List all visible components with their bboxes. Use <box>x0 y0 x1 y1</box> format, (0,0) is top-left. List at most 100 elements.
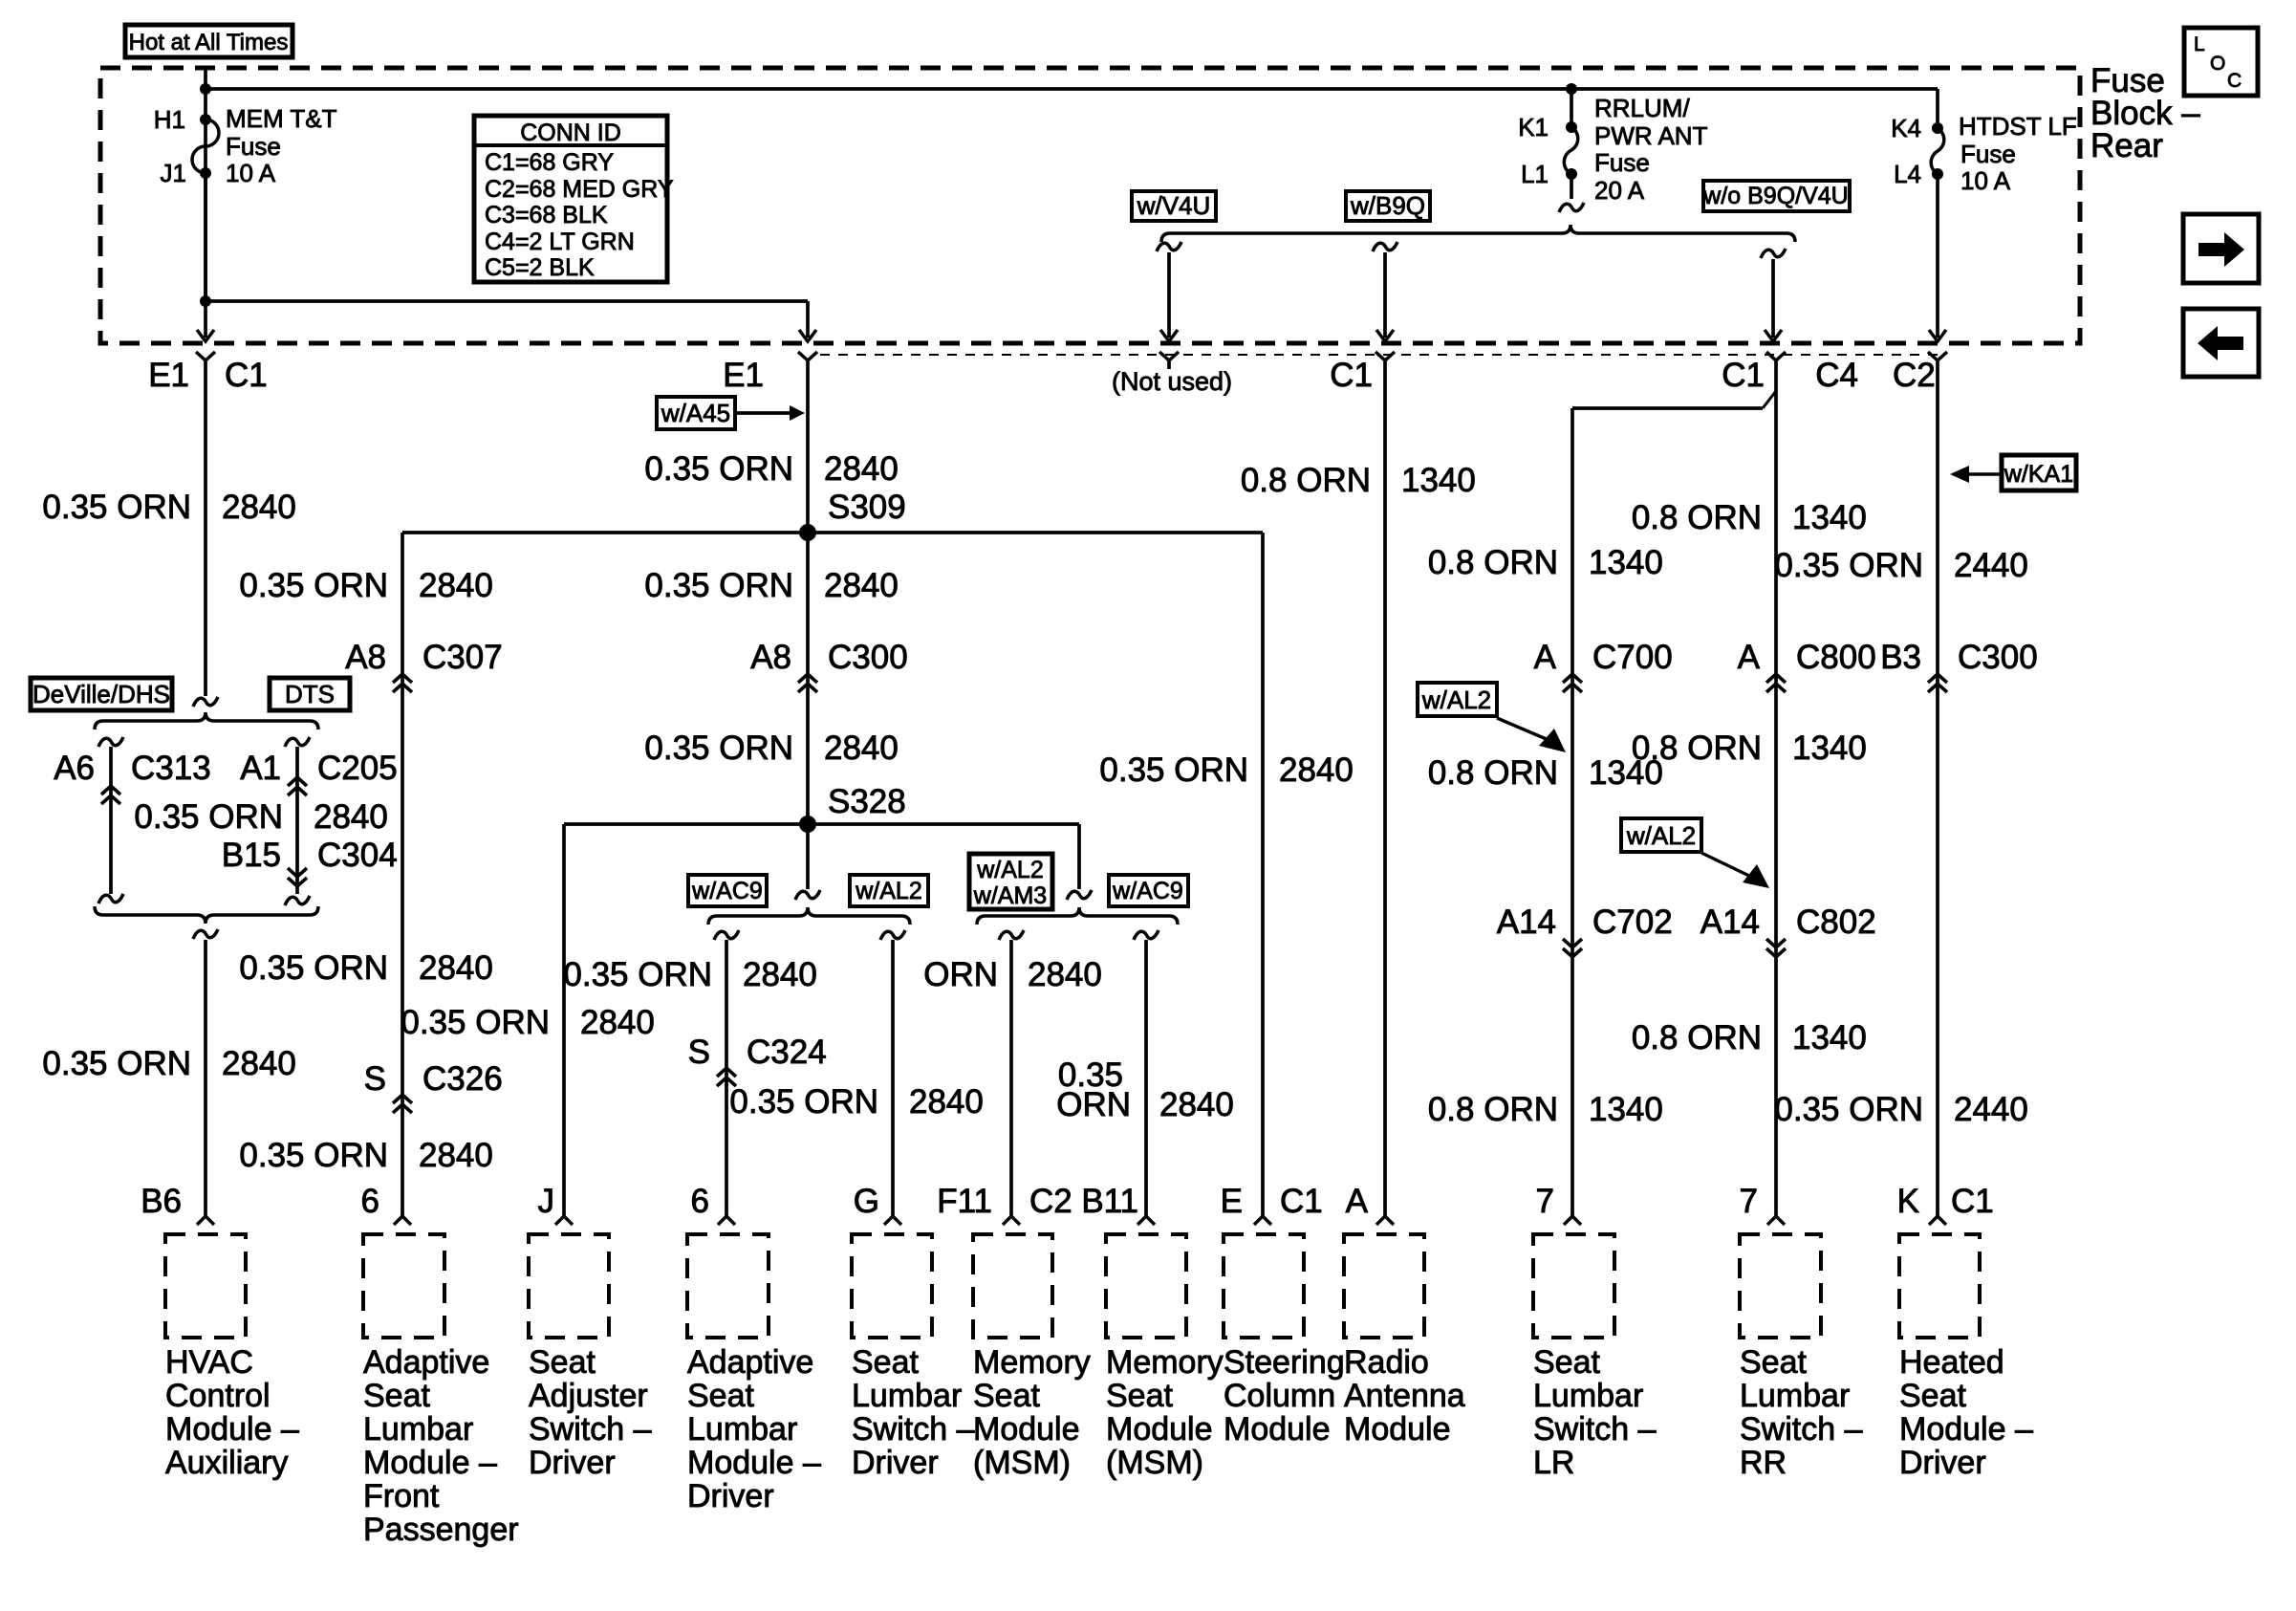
svg-text:Fuse: Fuse <box>2090 62 2165 99</box>
svg-text:C802: C802 <box>1796 903 1876 941</box>
svg-text:C2=68 MED GRY: C2=68 MED GRY <box>485 176 674 203</box>
svg-text:DTS: DTS <box>285 680 335 708</box>
svg-text:C3=68 BLK: C3=68 BLK <box>485 202 608 229</box>
svg-text:w/KA1: w/KA1 <box>2004 461 2073 488</box>
svg-text:F11: F11 <box>937 1183 992 1220</box>
svg-text:2440: 2440 <box>1954 1091 2028 1128</box>
svg-text:C300: C300 <box>828 639 908 676</box>
svg-text:Switch –: Switch – <box>852 1411 975 1448</box>
svg-text:L: L <box>2194 33 2205 55</box>
svg-text:Driver: Driver <box>852 1445 939 1481</box>
svg-text:2440: 2440 <box>1954 547 2028 584</box>
svg-text:1340: 1340 <box>1792 1019 1867 1056</box>
svg-text:Adjuster: Adjuster <box>529 1378 648 1414</box>
svg-text:Fuse: Fuse <box>226 132 281 161</box>
svg-text:0.8 ORN: 0.8 ORN <box>1428 1091 1558 1128</box>
svg-text:Seat: Seat <box>973 1378 1040 1414</box>
svg-text:C700: C700 <box>1592 639 1673 676</box>
svg-text:C300: C300 <box>1958 639 2038 676</box>
svg-text:ORN: ORN <box>923 956 998 993</box>
svg-text:2840: 2840 <box>314 798 388 836</box>
svg-text:A14: A14 <box>1700 903 1760 941</box>
svg-text:E: E <box>1221 1183 1243 1220</box>
svg-text:Fuse: Fuse <box>1960 140 2016 168</box>
svg-text:0.35 ORN: 0.35 ORN <box>644 567 793 604</box>
svg-text:J1: J1 <box>161 159 186 187</box>
svg-text:A8: A8 <box>750 639 791 676</box>
svg-text:0.35 ORN: 0.35 ORN <box>563 956 712 993</box>
svg-text:C1: C1 <box>1951 1183 1994 1220</box>
svg-text:A: A <box>1346 1183 1369 1220</box>
svg-text:B6: B6 <box>141 1183 182 1220</box>
svg-text:Seat: Seat <box>852 1344 919 1381</box>
svg-text:Heated: Heated <box>1899 1344 2004 1381</box>
svg-text:A6: A6 <box>54 750 95 787</box>
svg-text:7: 7 <box>1536 1183 1554 1220</box>
svg-text:0.35 ORN: 0.35 ORN <box>42 1045 191 1082</box>
svg-text:A8: A8 <box>345 639 386 676</box>
svg-text:0.35: 0.35 <box>1058 1056 1123 1094</box>
svg-text:0.8 ORN: 0.8 ORN <box>1632 499 1762 536</box>
svg-text:0.35 ORN: 0.35 ORN <box>239 567 388 604</box>
svg-text:Switch –: Switch – <box>1533 1411 1657 1448</box>
svg-text:K: K <box>1897 1183 1919 1220</box>
svg-text:Switch –: Switch – <box>529 1411 652 1448</box>
svg-text:C1: C1 <box>225 357 268 394</box>
svg-text:Lumbar: Lumbar <box>852 1378 962 1414</box>
svg-text:C: C <box>2227 70 2242 92</box>
svg-text:2840: 2840 <box>1279 751 1354 789</box>
svg-text:2840: 2840 <box>419 567 493 604</box>
svg-text:A14: A14 <box>1497 903 1556 941</box>
svg-text:2840: 2840 <box>580 1004 655 1041</box>
svg-text:2840: 2840 <box>909 1083 984 1121</box>
svg-text:0.8 ORN: 0.8 ORN <box>1632 729 1762 767</box>
svg-text:J: J <box>538 1183 555 1220</box>
svg-text:2840: 2840 <box>824 567 899 604</box>
svg-text:Module –: Module – <box>687 1445 821 1481</box>
svg-text:E1: E1 <box>148 357 189 394</box>
svg-text:E1: E1 <box>723 357 764 394</box>
svg-text:Column: Column <box>1224 1378 1335 1414</box>
svg-text:C4: C4 <box>1815 357 1858 394</box>
svg-text:Memory: Memory <box>973 1344 1091 1381</box>
svg-text:K4: K4 <box>1891 114 1921 142</box>
svg-text:w/AC9: w/AC9 <box>691 878 763 904</box>
svg-text:1340: 1340 <box>1589 754 1663 792</box>
svg-text:Driver: Driver <box>529 1445 616 1481</box>
svg-text:2840: 2840 <box>419 949 493 987</box>
svg-text:(Not used): (Not used) <box>1112 367 1232 396</box>
svg-text:C1: C1 <box>1330 357 1373 394</box>
svg-text:L4: L4 <box>1894 160 1921 188</box>
svg-text:Module –: Module – <box>165 1411 299 1448</box>
svg-text:S328: S328 <box>828 783 906 820</box>
svg-text:0.35 ORN: 0.35 ORN <box>729 1083 878 1121</box>
svg-text:Lumbar: Lumbar <box>687 1411 797 1448</box>
svg-text:C2: C2 <box>1893 357 1936 394</box>
svg-text:G: G <box>854 1183 879 1220</box>
svg-text:Adaptive: Adaptive <box>363 1344 489 1381</box>
svg-text:0.35 ORN: 0.35 ORN <box>239 949 388 987</box>
svg-text:w/A45: w/A45 <box>661 399 730 427</box>
svg-text:C313: C313 <box>131 750 211 787</box>
svg-text:C1: C1 <box>1722 357 1765 394</box>
svg-text:Seat: Seat <box>363 1378 430 1414</box>
svg-text:Seat: Seat <box>1106 1378 1173 1414</box>
svg-text:Module –: Module – <box>1899 1411 2033 1448</box>
svg-text:Control: Control <box>165 1378 271 1414</box>
svg-text:0.35 ORN: 0.35 ORN <box>1774 547 1923 584</box>
svg-text:7: 7 <box>1740 1183 1758 1220</box>
svg-text:0.35 ORN: 0.35 ORN <box>239 1137 388 1174</box>
svg-text:1340: 1340 <box>1589 544 1663 581</box>
svg-text:Module: Module <box>1106 1411 1213 1448</box>
svg-text:0.8 ORN: 0.8 ORN <box>1632 1019 1762 1056</box>
svg-text:Auxiliary: Auxiliary <box>165 1445 288 1481</box>
svg-text:C800: C800 <box>1796 639 1876 676</box>
svg-text:C5=2 BLK: C5=2 BLK <box>485 254 595 281</box>
svg-text:0.35 ORN: 0.35 ORN <box>42 489 191 526</box>
svg-text:DeVille/DHS: DeVille/DHS <box>32 680 170 708</box>
svg-text:Memory: Memory <box>1106 1344 1224 1381</box>
svg-text:w/B9Q: w/B9Q <box>1350 191 1425 220</box>
svg-text:LR: LR <box>1533 1445 1574 1481</box>
svg-text:0.35 ORN: 0.35 ORN <box>644 729 793 767</box>
svg-text:Rear: Rear <box>2090 127 2163 164</box>
